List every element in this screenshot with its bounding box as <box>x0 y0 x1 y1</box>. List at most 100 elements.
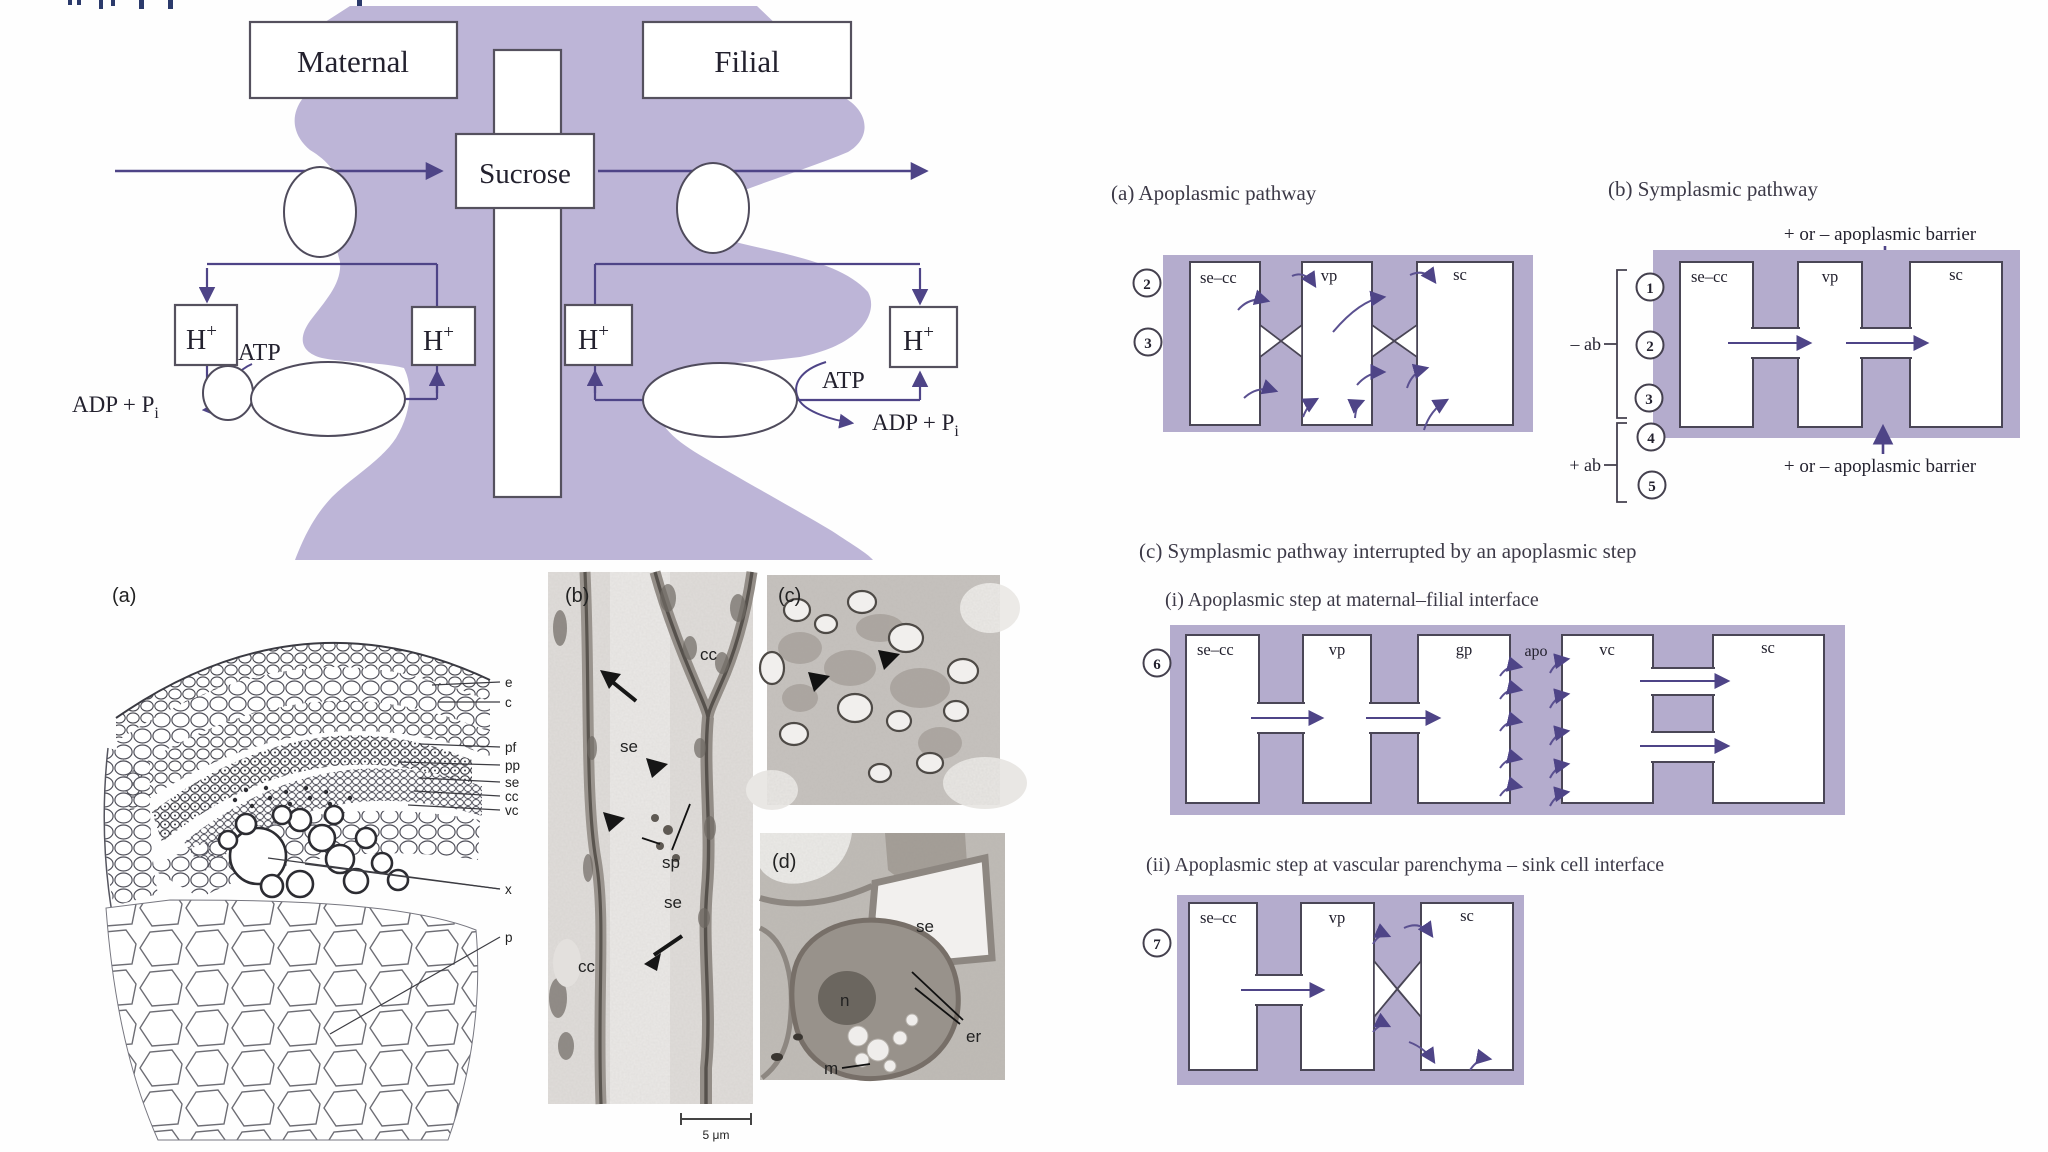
plus-ab-label: + ab <box>1569 455 1601 475</box>
filial-box <box>641 20 853 100</box>
panel-d-tag: (d) <box>772 851 796 873</box>
pathway-panels: (a) Apoplasmic pathway se–cc vp sc <box>1111 180 2020 1085</box>
cell-label-vp-a: vp <box>1321 266 1338 285</box>
barrier-label-bottom: + or – apoplasmic barrier <box>1784 456 1977 477</box>
symplasmic-arrows-ci <box>1251 673 1731 754</box>
apoplast-wall-shape <box>294 6 874 560</box>
organelle-blobs-b <box>549 584 746 1060</box>
cell-secc-a <box>1189 261 1261 426</box>
filial-label: Filial <box>714 44 779 79</box>
cell-walls-b <box>579 570 758 1105</box>
label-p: p <box>505 930 513 945</box>
h-plus-box-1 <box>173 303 239 367</box>
h-plus-box-3 <box>563 303 634 367</box>
cell-label-sc-cii: sc <box>1460 906 1474 925</box>
label-c: c <box>505 695 512 710</box>
panel-a-tag: (a) <box>112 585 136 607</box>
panel-a-title: (a) Apoplasmic pathway <box>1111 181 1317 205</box>
adp-pi-label-right: ADP + Pi <box>872 410 959 440</box>
sp-deposits <box>651 814 680 862</box>
h-plus-label-4: H+ <box>903 322 934 357</box>
cell-wall-column <box>492 48 563 499</box>
apo-label-ci: apo <box>1524 643 1547 660</box>
cell-vc-ci <box>1561 634 1654 804</box>
svg-text:2: 2 <box>1143 277 1151 293</box>
xylem-vessels <box>217 804 410 899</box>
h-plus-label-2: H+ <box>423 322 454 357</box>
cell-vp-b <box>1797 261 1863 428</box>
d-label-se: se <box>916 917 934 936</box>
b-label-se-bottom: se <box>664 893 682 912</box>
brackets-b <box>1604 269 1627 503</box>
panel-ci: (i) Apoplasmic step at maternal–filial i… <box>1142 589 1845 815</box>
cropped-title-fragments <box>68 0 362 10</box>
minus-ab-label: – ab <box>1570 334 1602 354</box>
dark-spots-d <box>771 1033 803 1061</box>
cell-secc-cii <box>1188 902 1258 1071</box>
panel-apoplasmic: (a) Apoplasmic pathway se–cc vp sc <box>1111 181 1533 432</box>
sucrose-transporter-maternal <box>283 166 357 258</box>
black-arrows-b <box>600 670 684 971</box>
svg-text:3: 3 <box>1144 336 1152 352</box>
atp-label-left: ATP <box>238 340 281 366</box>
numbers-b: 1 2 3 4 5 <box>1634 272 1667 500</box>
cell-sc-b <box>1909 261 2003 428</box>
vacuoles-d <box>847 1013 919 1073</box>
apoplasmic-step-arrows-ci <box>1499 653 1571 807</box>
cell-vp-a <box>1301 261 1373 426</box>
micrograph-c-tem: (c) <box>746 575 1027 810</box>
apoplasmic-arrows-a <box>1237 266 1450 431</box>
scale-bar-label: 5 μm <box>703 1128 730 1142</box>
label-boxes <box>173 20 959 369</box>
panel-cii-title: (ii) Apoplasmic step at vascular parench… <box>1146 854 1664 876</box>
d-label-er: er <box>966 1027 981 1046</box>
proton-pump-maternal <box>250 361 406 437</box>
sucrose-label: Sucrose <box>479 158 571 190</box>
barrier-label-top: + or – apoplasmic barrier <box>1784 224 1977 245</box>
cell-label-vp-cii: vp <box>1329 908 1346 927</box>
small-vesicle <box>202 365 254 421</box>
arrowhead-c-1 <box>808 672 830 692</box>
cell-sc-ci <box>1712 634 1825 804</box>
svg-text:3: 3 <box>1645 392 1653 408</box>
cell-secc-b <box>1679 261 1754 428</box>
d-label-n: n <box>840 991 849 1010</box>
membrane-transporters <box>202 162 798 438</box>
panel-a-labels: e c pf pp se cc vc x p <box>505 675 520 945</box>
panel-cii: (ii) Apoplasmic step at vascular parench… <box>1142 854 1664 1085</box>
bowtie-junctions-a <box>1259 323 1418 359</box>
scale-bar <box>680 1113 752 1125</box>
panel-c-tag: (c) <box>778 585 801 607</box>
sucrose-box <box>454 132 596 210</box>
label-pp: pp <box>505 758 520 773</box>
wall-d-1 <box>759 883 874 907</box>
er-pointer-lines <box>841 971 964 1069</box>
label-se: se <box>505 775 519 790</box>
cell-label-gp-ci: gp <box>1456 640 1473 659</box>
micrograph-figure: (a) <box>103 570 1027 1142</box>
cell-label-vp-ci: vp <box>1329 640 1346 659</box>
sucrose-transporter-filial <box>676 162 750 254</box>
h-plus-box-4 <box>888 305 959 369</box>
label-vc: vc <box>505 803 519 818</box>
phloem-specks <box>232 785 353 809</box>
b-label-se-top: se <box>620 737 638 756</box>
maternal-filial-sucrose-diagram: Maternal Filial Sucrose H+ H+ H+ H+ ATP … <box>68 0 959 560</box>
ground-parenchyma <box>105 899 479 1141</box>
b-label-cc-bottom: cc <box>578 957 596 976</box>
label-pf: pf <box>505 740 517 755</box>
b-label-cc-top: cc <box>700 645 718 664</box>
cell-label-vp-b: vp <box>1822 267 1839 286</box>
arrowhead-b-2 <box>603 812 625 832</box>
cell-secc-ci <box>1185 634 1260 804</box>
d-label-m: m <box>824 1059 838 1078</box>
sp-pointer-lines <box>641 803 691 851</box>
cell-sc-a <box>1416 261 1514 426</box>
arrowhead-c-2 <box>878 650 900 670</box>
atp-label-right: ATP <box>822 368 865 394</box>
nucleus-d <box>818 971 876 1025</box>
cell-label-sc-b: sc <box>1949 265 1963 284</box>
svg-text:7: 7 <box>1153 937 1161 953</box>
b-label-sp: sp <box>662 853 680 872</box>
cell-label-secc-ci: se–cc <box>1197 640 1234 659</box>
